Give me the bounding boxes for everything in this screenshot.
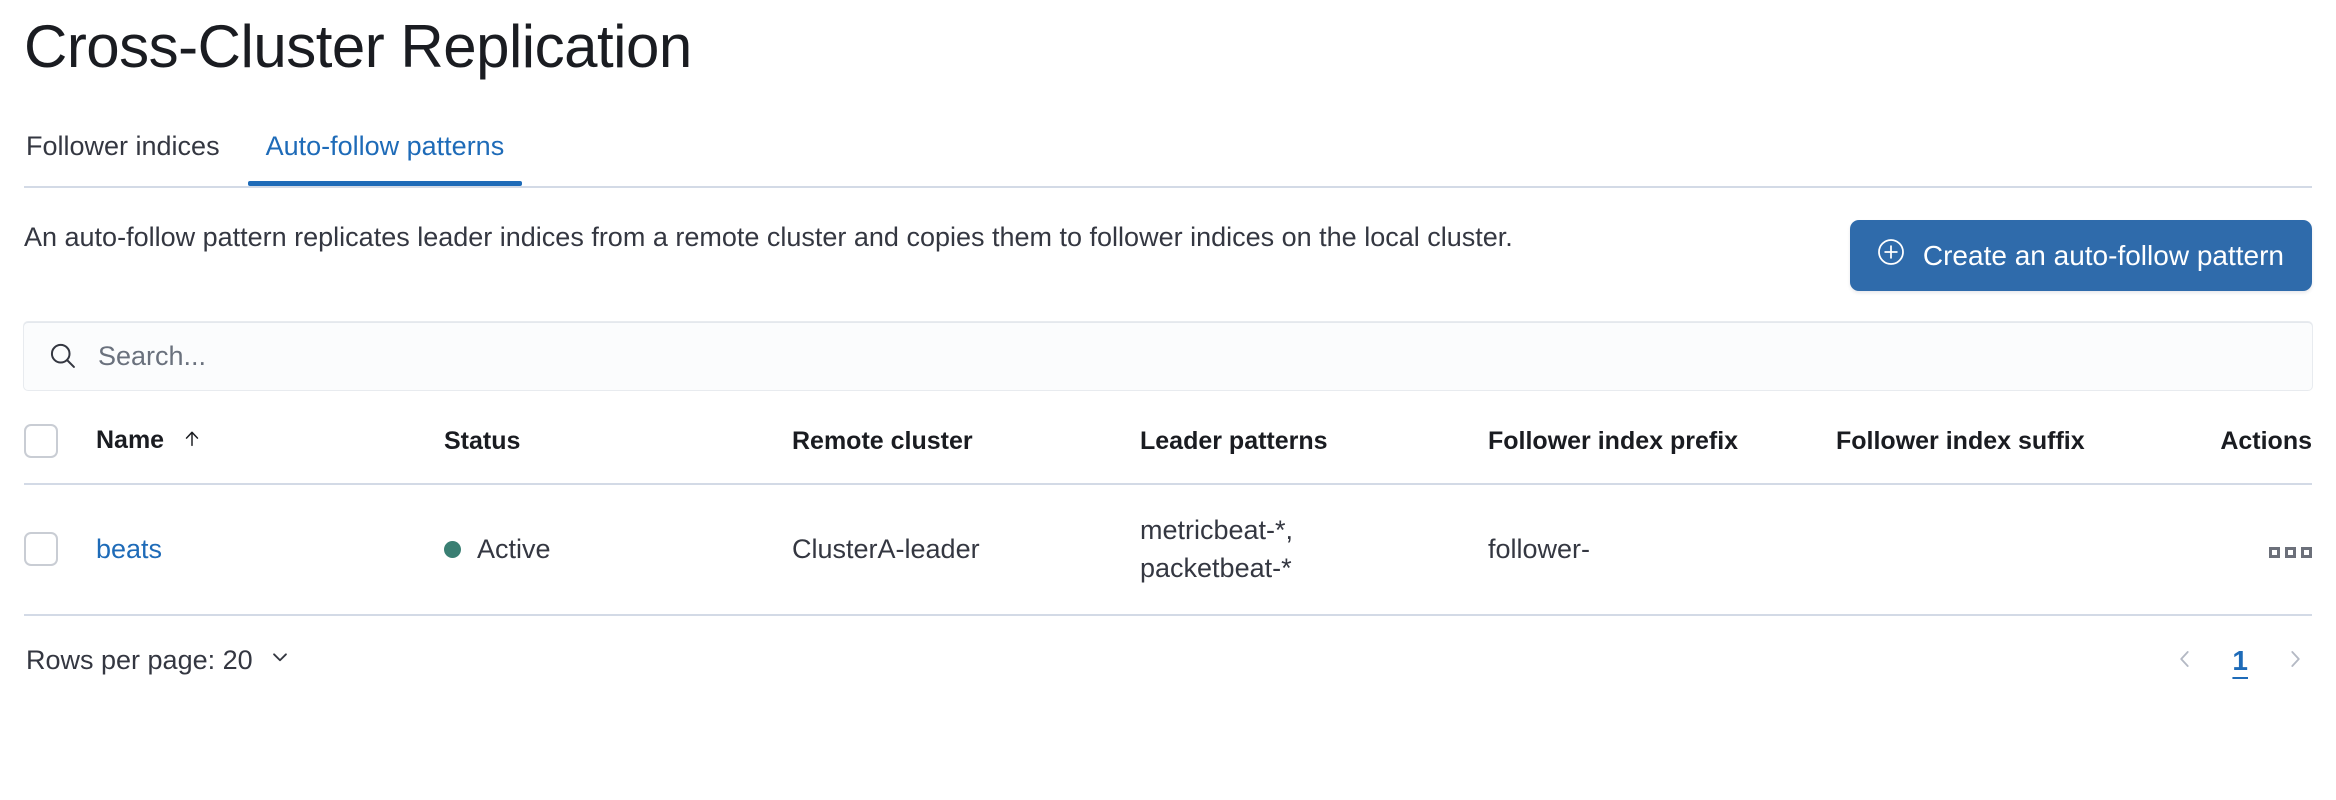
column-header-status-label: Status: [444, 426, 521, 455]
column-header-follower-index-suffix-label: Follower index suffix: [1836, 426, 2085, 455]
plus-in-circle-icon: [1876, 237, 1906, 274]
row-checkbox[interactable]: [24, 532, 58, 567]
table-header-row: Name Status Remote cluster Leader patter…: [24, 424, 2312, 484]
leader-pattern-line-1: metricbeat-*,: [1140, 515, 1294, 545]
row-select-cell: [24, 484, 96, 615]
pagination-next-button[interactable]: [2280, 642, 2310, 680]
pagination-previous-button[interactable]: [2170, 642, 2200, 680]
pagination-page-1[interactable]: 1: [2226, 645, 2254, 677]
chevron-left-icon: [2172, 646, 2198, 675]
tab-follower-indices-label: Follower indices: [26, 131, 220, 161]
column-header-follower-index-suffix: Follower index suffix: [1836, 424, 2184, 484]
select-all-checkbox[interactable]: [24, 424, 58, 458]
page-title: Cross-Cluster Replication: [24, 13, 692, 80]
column-header-leader-patterns: Leader patterns: [1140, 424, 1488, 484]
auto-follow-patterns-table: Name Status Remote cluster Leader patter…: [24, 424, 2312, 616]
ellipsis-horizontal-icon-dot-3: [2301, 546, 2312, 558]
pagination: 1: [2170, 642, 2310, 680]
cell-follower-index-suffix: [1836, 484, 2184, 615]
ellipsis-horizontal-icon: [2269, 546, 2280, 558]
leader-pattern-line-2: packetbeat-*: [1140, 553, 1292, 584]
rows-per-page-selector[interactable]: Rows per page: 20: [26, 644, 293, 677]
column-header-remote-cluster-label: Remote cluster: [792, 426, 973, 455]
status-dot-icon: [444, 540, 461, 558]
column-header-status: Status: [444, 424, 792, 484]
column-header-actions-label: Actions: [2220, 426, 2312, 455]
cell-leader-patterns: metricbeat-*, packetbeat-*: [1140, 484, 1488, 615]
tab-bar: Follower indices Auto-follow patterns: [24, 114, 2312, 186]
create-auto-follow-pattern-button[interactable]: Create an auto-follow pattern: [1849, 220, 2312, 291]
column-header-follower-index-prefix-label: Follower index prefix: [1488, 426, 1739, 455]
chevron-down-icon: [267, 644, 293, 677]
description-row: An auto-follow pattern replicates leader…: [24, 218, 2312, 291]
status-label: Active: [477, 533, 551, 564]
page-description: An auto-follow pattern replicates leader…: [24, 222, 1513, 252]
create-auto-follow-pattern-label: Create an auto-follow pattern: [1922, 239, 2284, 271]
rows-per-page-label: Rows per page: 20: [26, 645, 253, 676]
search-bar[interactable]: [24, 322, 2312, 390]
tab-follower-indices[interactable]: Follower indices: [26, 133, 220, 186]
pattern-name-link[interactable]: beats: [96, 533, 163, 564]
tab-auto-follow-patterns-label: Auto-follow patterns: [265, 131, 505, 161]
table-footer: Rows per page: 20 1: [24, 642, 2312, 680]
column-header-follower-index-prefix: Follower index prefix: [1488, 424, 1836, 484]
table-row: beats Active ClusterA-leader metricbeat-…: [24, 484, 2312, 615]
tab-auto-follow-patterns[interactable]: Auto-follow patterns: [247, 131, 522, 186]
column-header-name[interactable]: Name: [96, 424, 444, 484]
select-all-header: [24, 424, 96, 484]
row-actions-button[interactable]: [2259, 543, 2312, 562]
column-header-actions: Actions: [2184, 424, 2312, 484]
search-icon: [46, 339, 80, 373]
column-header-leader-patterns-label: Leader patterns: [1140, 426, 1328, 455]
cell-name: beats: [96, 484, 444, 615]
column-header-name-label: Name: [96, 425, 165, 454]
tab-bar-divider: [24, 186, 2312, 188]
cell-remote-cluster: ClusterA-leader: [792, 533, 980, 564]
cell-actions: [2184, 484, 2312, 615]
arrow-up-icon: [181, 428, 203, 457]
chevron-right-icon: [2282, 646, 2308, 675]
column-header-remote-cluster: Remote cluster: [792, 424, 1140, 484]
ellipsis-horizontal-icon-dot-2: [2285, 546, 2296, 558]
search-input[interactable]: [98, 322, 2290, 390]
table-body: beats Active ClusterA-leader metricbeat-…: [24, 484, 2312, 615]
table-header: Name Status Remote cluster Leader patter…: [24, 424, 2312, 484]
cell-follower-index-prefix: follower-: [1488, 533, 1591, 564]
cell-status: Active: [444, 484, 792, 615]
